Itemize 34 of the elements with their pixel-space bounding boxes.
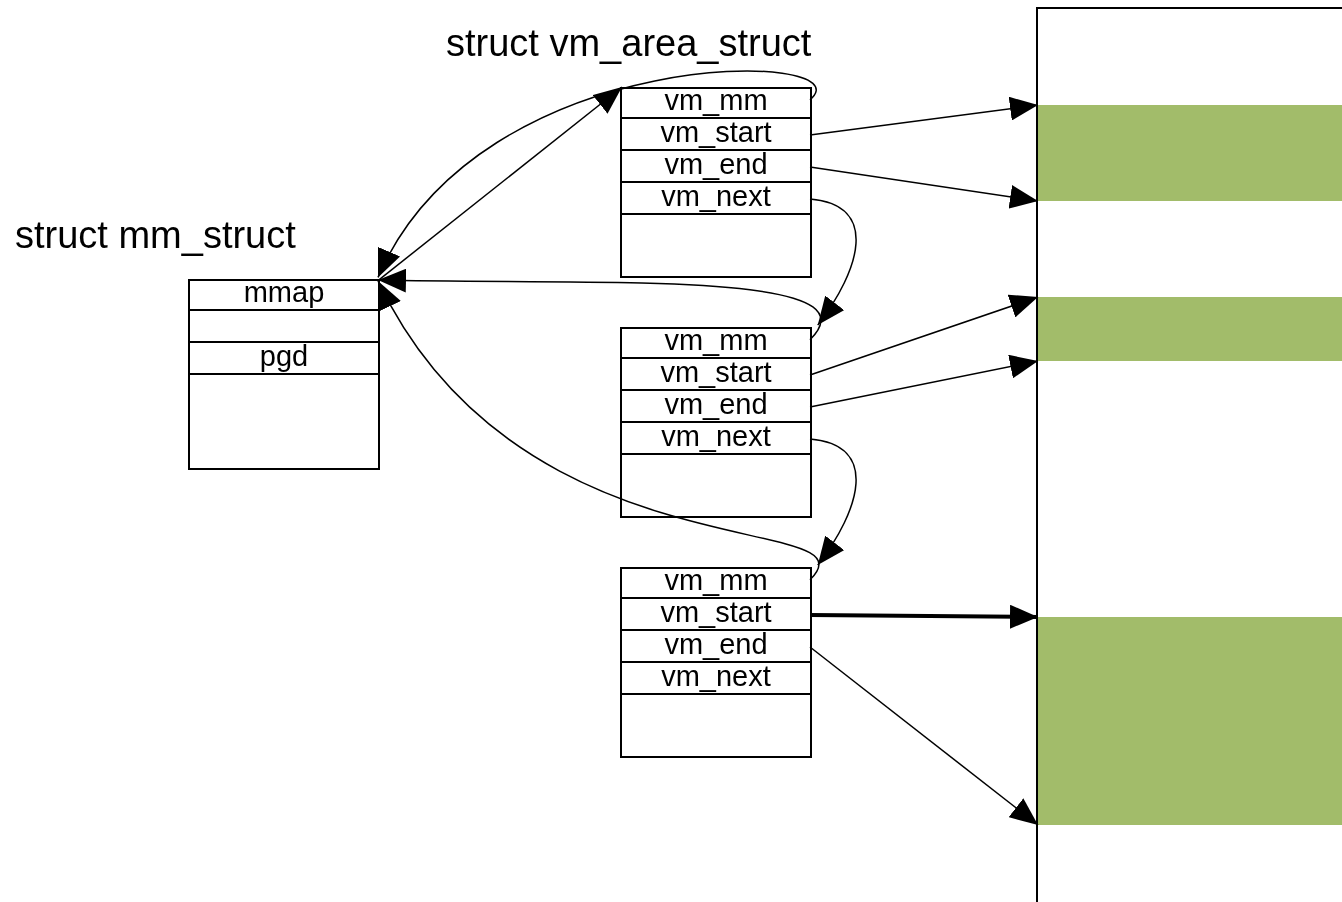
field-name: vm_start	[660, 596, 772, 628]
field-name: vm_next	[661, 420, 771, 452]
pointer-arrow	[809, 604, 1039, 629]
pointer-arrow	[809, 294, 1039, 376]
memory-region	[1038, 617, 1342, 825]
field-name: vm_mm	[664, 324, 768, 356]
struct-name: struct vm_area_struct	[446, 21, 812, 65]
field-name: mmap	[243, 276, 325, 308]
field-name: vm_next	[661, 180, 771, 212]
pointer-arrow	[809, 166, 1039, 209]
pointer-arrow	[809, 646, 1039, 826]
pointer-arrow	[809, 438, 857, 566]
pointer-arrow	[809, 198, 857, 326]
field-name: vm_end	[664, 628, 768, 660]
pointer-arrow	[377, 70, 817, 279]
field-name: vm_mm	[664, 84, 768, 116]
struct-table	[620, 327, 812, 518]
memory-column	[1036, 7, 1342, 902]
field-name: vm_next	[661, 660, 771, 692]
pointer-arrow	[809, 354, 1039, 408]
memory-region	[1038, 297, 1342, 361]
field-name: vm_start	[660, 116, 772, 148]
struct-name: struct mm_struct	[15, 213, 296, 257]
pointer-arrow	[377, 86, 623, 282]
struct-table	[620, 567, 812, 758]
field-name: vm_mm	[664, 564, 768, 596]
pointer-arrow	[377, 280, 820, 581]
pointer-arrow	[377, 268, 822, 341]
field-name: vm_end	[664, 148, 768, 180]
pointer-arrow	[809, 96, 1039, 136]
field-name: pgd	[259, 340, 309, 372]
field-name: vm_start	[660, 356, 772, 388]
memory-region	[1038, 105, 1342, 201]
field-name: vm_end	[664, 388, 768, 420]
